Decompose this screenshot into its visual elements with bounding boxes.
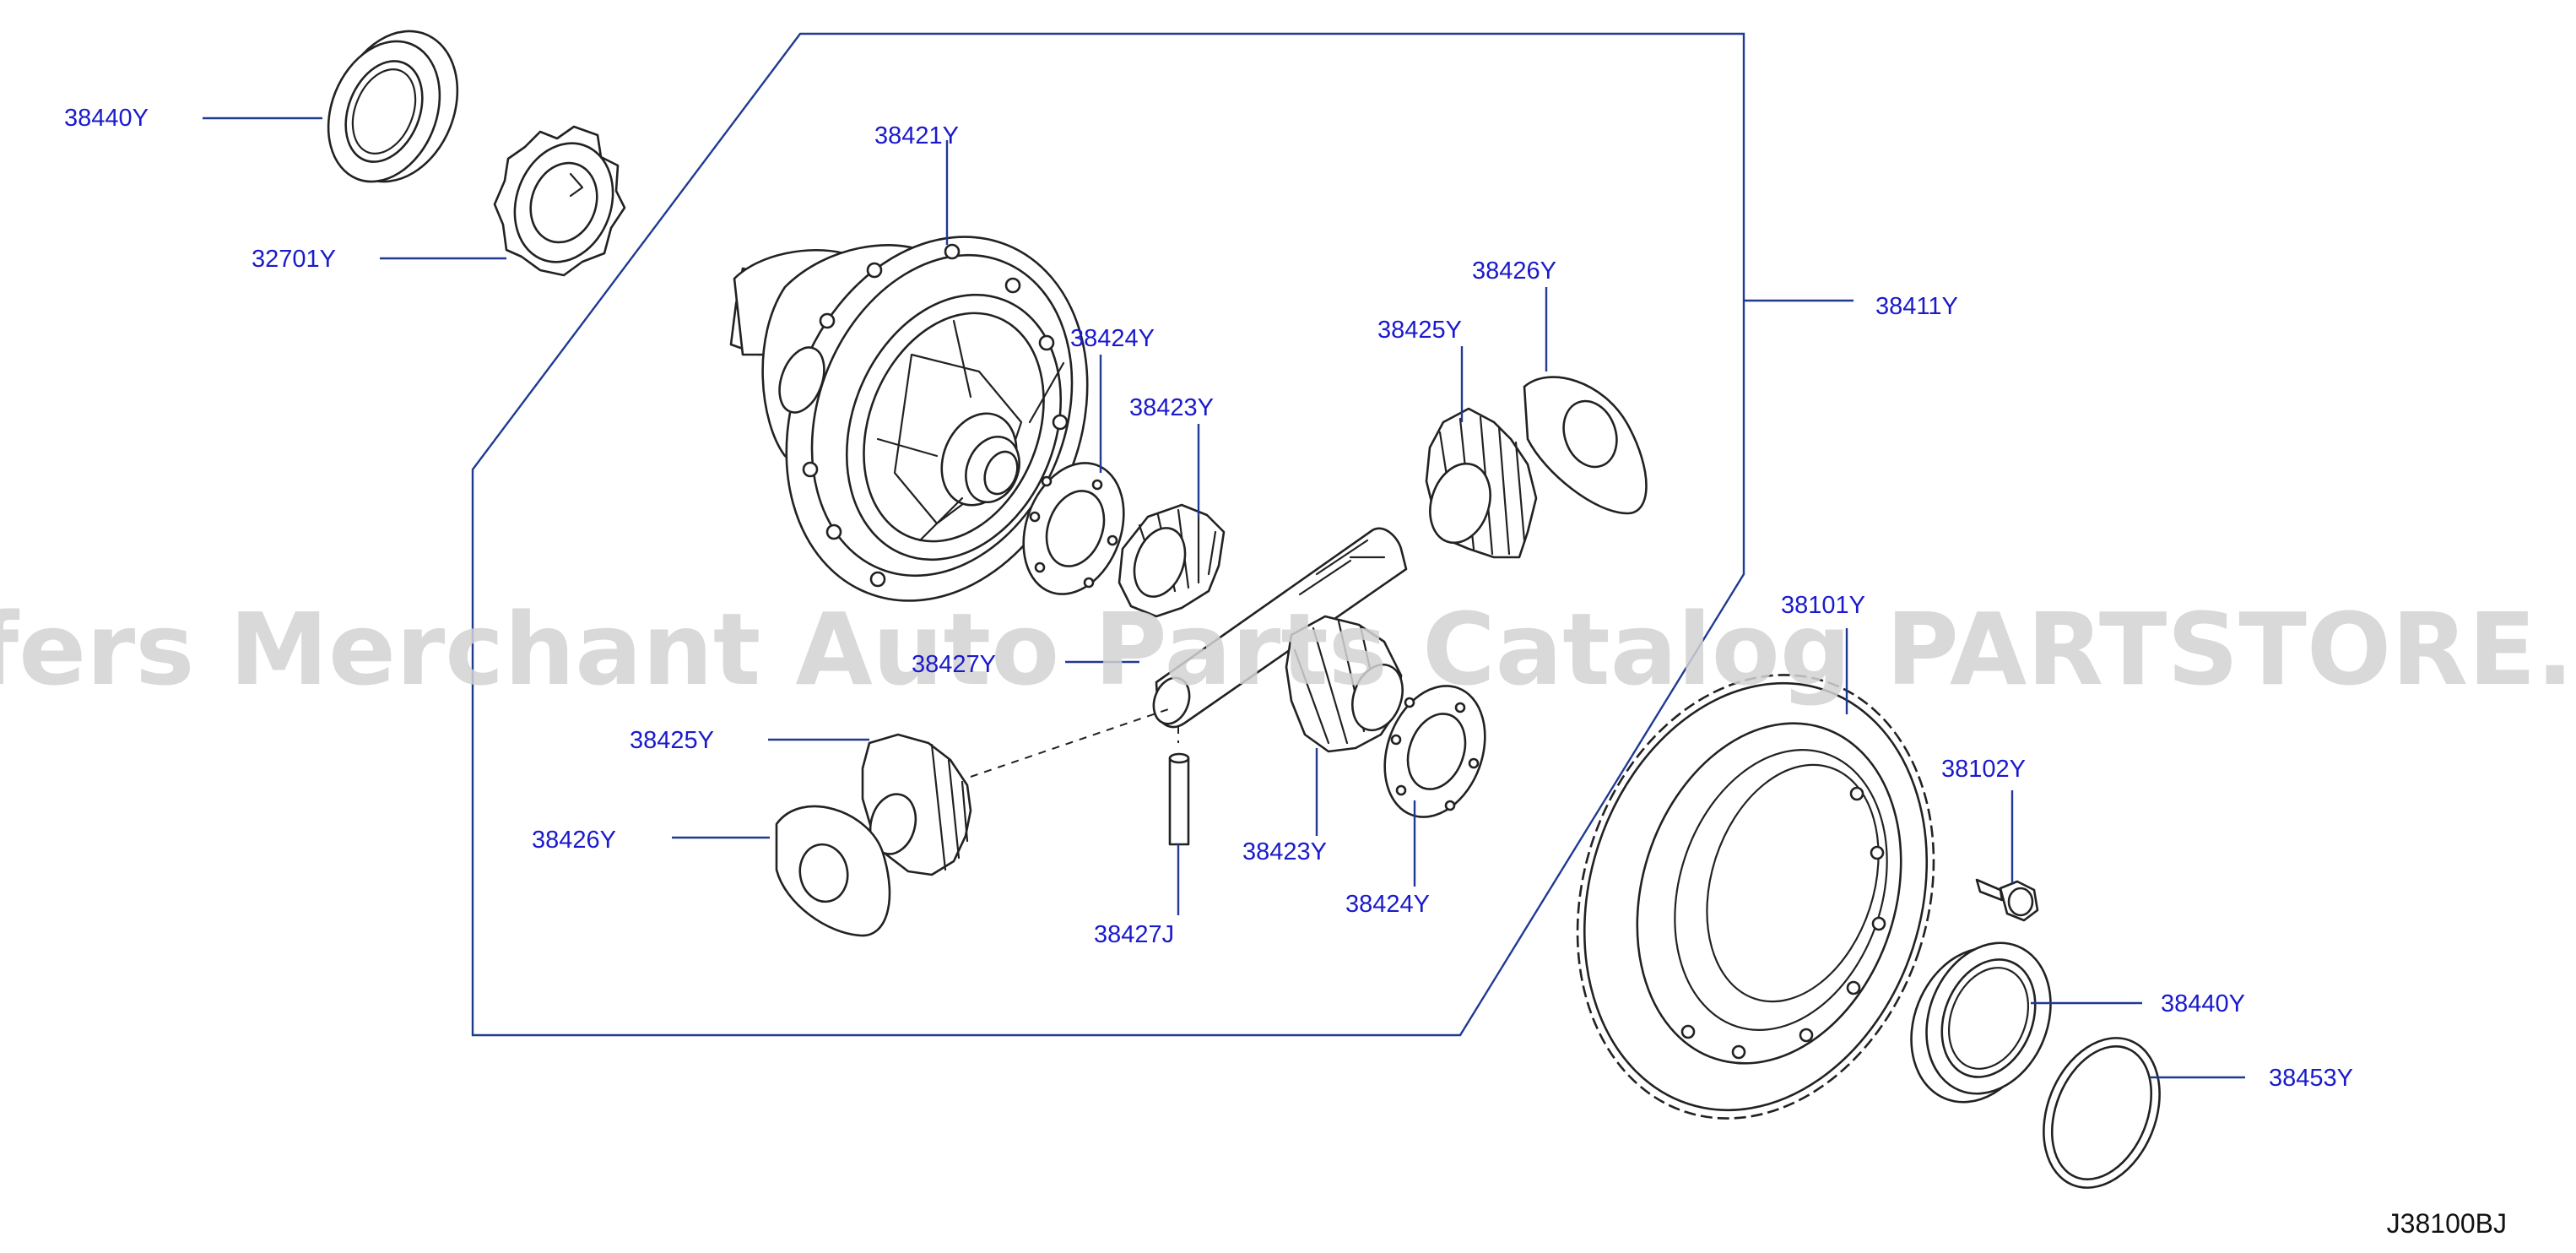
side-washer-bottom-drawing xyxy=(775,805,891,937)
part-label-32701y[interactable]: 32701Y xyxy=(252,246,336,273)
lock-pin-drawing xyxy=(1168,752,1190,846)
thrust-washer-bottom-drawing xyxy=(1383,685,1486,818)
diagram-code: J38100BJ xyxy=(2387,1208,2507,1239)
ring-gear-bolt-drawing xyxy=(1975,878,2039,922)
part-label-38440y-top[interactable]: 38440Y xyxy=(64,105,149,132)
part-label-38425y-top[interactable]: 38425Y xyxy=(1377,317,1462,344)
side-washer-top-drawing xyxy=(1523,376,1648,515)
part-label-38427y[interactable]: 38427Y xyxy=(912,651,996,678)
adjusting-shim-drawing xyxy=(2043,1037,2161,1189)
part-label-38427j[interactable]: 38427J xyxy=(1094,921,1174,948)
part-label-38425y-bottom[interactable]: 38425Y xyxy=(630,727,714,754)
pinion-gear-bottom-drawing xyxy=(1285,615,1404,753)
leader-lines xyxy=(203,117,2245,1079)
part-label-38453y[interactable]: 38453Y xyxy=(2269,1065,2353,1092)
alignment-line-shaft xyxy=(970,707,1174,778)
part-label-38411y[interactable]: 38411Y xyxy=(1875,293,1958,320)
pinion-shaft-drawing xyxy=(1152,527,1408,729)
part-label-38423y-bottom[interactable]: 38423Y xyxy=(1242,838,1327,865)
part-label-38102y[interactable]: 38102Y xyxy=(1941,756,2026,783)
pinion-gear-top-drawing xyxy=(1118,503,1226,618)
part-label-38426y-bottom[interactable]: 38426Y xyxy=(532,827,616,854)
part-label-38423y-top[interactable]: 38423Y xyxy=(1129,394,1214,421)
part-label-38421y[interactable]: 38421Y xyxy=(874,122,959,149)
part-label-38424y-bottom[interactable]: 38424Y xyxy=(1345,891,1430,918)
thrust-washer-top-drawing xyxy=(1022,462,1125,595)
ring-gear-drawing xyxy=(1576,674,1935,1120)
part-label-38424y-top[interactable]: 38424Y xyxy=(1070,325,1155,352)
part-label-38426y-top[interactable]: 38426Y xyxy=(1472,258,1556,285)
speedometer-gear-drawing xyxy=(493,125,626,277)
watermark: Offers Merchant Auto Parts Catalog PARTS… xyxy=(0,591,2576,708)
bearing-bottom-drawing xyxy=(1910,941,2052,1104)
part-label-38101y[interactable]: 38101Y xyxy=(1781,592,1865,619)
side-gear-top-drawing xyxy=(1425,407,1538,559)
differential-case-drawing xyxy=(729,236,1089,602)
side-gear-bottom-drawing xyxy=(861,733,972,876)
assembly-frame xyxy=(471,32,1745,1037)
bearing-top-drawing xyxy=(327,30,459,183)
part-label-38440y-bottom[interactable]: 38440Y xyxy=(2161,990,2245,1017)
